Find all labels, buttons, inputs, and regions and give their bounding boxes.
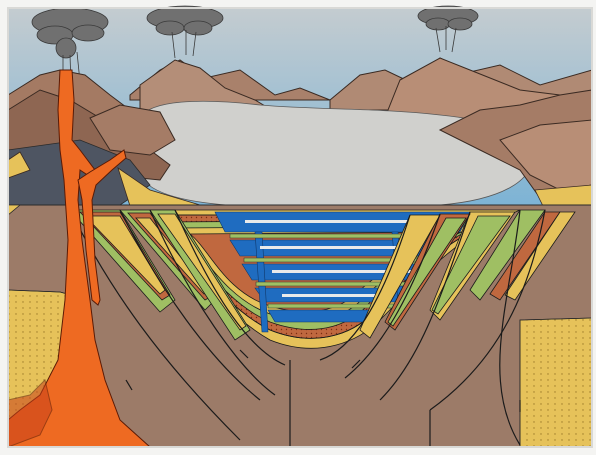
smoke-plume-right xyxy=(418,6,478,30)
